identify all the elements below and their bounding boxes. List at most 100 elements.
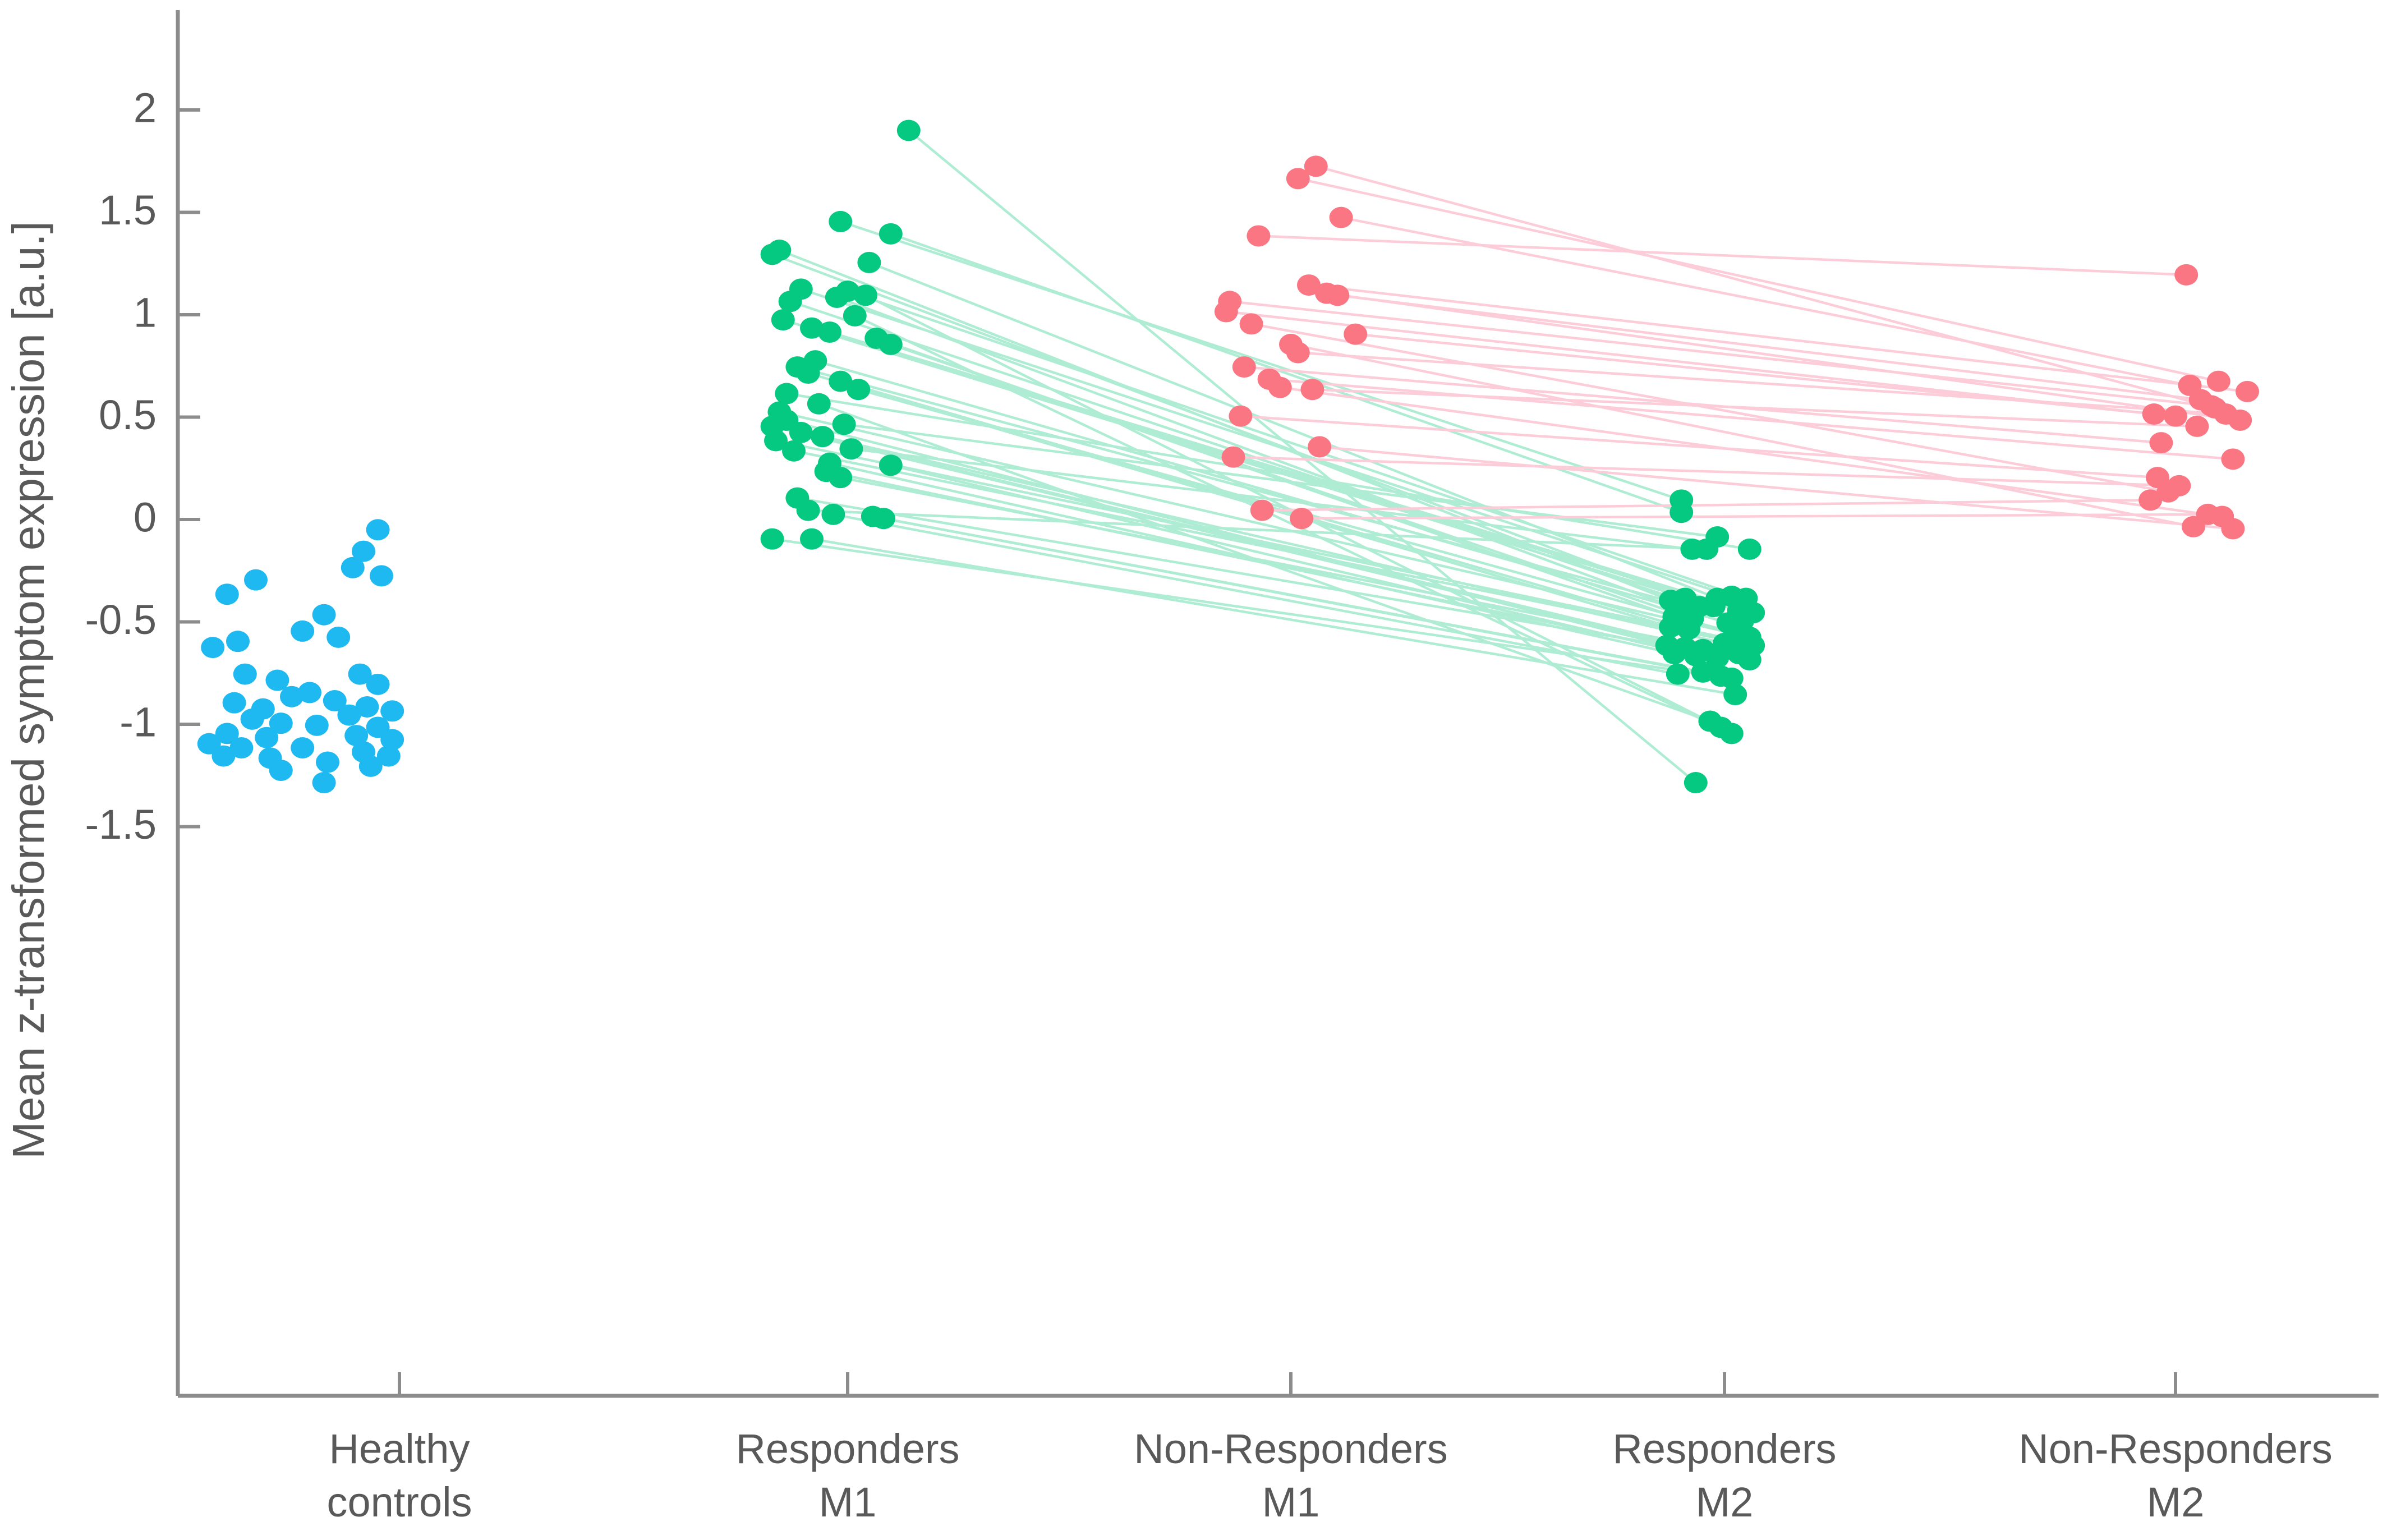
data-point xyxy=(818,321,841,343)
data-point xyxy=(312,772,336,794)
data-point xyxy=(370,565,393,587)
data-point xyxy=(2142,403,2166,425)
connector-line xyxy=(779,411,1750,639)
data-point xyxy=(1304,155,1328,177)
data-point xyxy=(778,291,802,312)
data-point xyxy=(233,663,257,685)
data-point xyxy=(1701,596,1726,618)
connector-line xyxy=(1240,415,2158,479)
connector-line xyxy=(1341,216,2191,387)
x-tick-label-line1: Healthy xyxy=(329,1426,470,1472)
data-point xyxy=(244,569,268,591)
data-point xyxy=(847,379,871,401)
x-tick-label-line1: Responders xyxy=(735,1426,959,1472)
connector-line xyxy=(1280,386,2223,518)
data-point xyxy=(358,755,383,777)
data-point xyxy=(1308,436,1332,458)
x-tick-label-line2: M2 xyxy=(2147,1479,2205,1525)
data-point xyxy=(380,700,404,722)
data-point xyxy=(775,383,799,404)
data-point xyxy=(829,467,853,489)
data-point xyxy=(1737,538,1761,560)
data-point xyxy=(1344,323,1368,345)
data-point xyxy=(366,519,390,541)
data-point xyxy=(1279,333,1303,355)
connector-line xyxy=(786,392,1750,551)
data-point xyxy=(879,333,903,355)
data-point xyxy=(1662,643,1686,665)
data-point xyxy=(2228,409,2252,431)
data-point xyxy=(782,440,806,462)
data-point xyxy=(291,620,315,642)
data-point xyxy=(821,503,845,525)
y-tick-label: -1 xyxy=(119,699,157,746)
axis-layer xyxy=(176,10,2379,1398)
data-point xyxy=(1669,502,1694,523)
data-point xyxy=(789,421,813,443)
connector-line xyxy=(797,365,1743,622)
data-point xyxy=(1290,508,1314,530)
data-point xyxy=(240,708,264,730)
data-point xyxy=(1719,723,1744,744)
connector-line xyxy=(1308,283,2248,393)
data-point xyxy=(796,362,820,384)
y-tick-label: 1.5 xyxy=(99,187,157,233)
data-point xyxy=(1300,379,1324,401)
x-tick-label-line2: M2 xyxy=(1696,1479,1754,1525)
data-point xyxy=(280,686,303,707)
data-point xyxy=(215,723,239,744)
connector-line xyxy=(801,431,1704,651)
data-point xyxy=(829,370,853,392)
connector-line xyxy=(1316,165,2215,410)
data-point xyxy=(1239,313,1263,335)
data-point xyxy=(1247,225,1271,247)
data-point xyxy=(341,557,365,578)
data-point xyxy=(211,745,236,767)
connector-line xyxy=(1326,292,2241,422)
data-point xyxy=(1221,446,1245,468)
connector-line xyxy=(775,439,1743,643)
data-point xyxy=(1737,649,1761,671)
y-tick-label: 2 xyxy=(134,85,157,131)
connector-line xyxy=(1262,499,2151,512)
data-point xyxy=(1719,667,1744,689)
data-point xyxy=(2174,264,2199,286)
connector-line xyxy=(811,537,1736,696)
data-point xyxy=(265,669,289,691)
data-point xyxy=(829,210,853,232)
y-tick-label: 1 xyxy=(134,289,157,336)
data-point xyxy=(1666,663,1690,685)
data-point xyxy=(229,737,254,758)
data-point xyxy=(1691,661,1715,683)
data-point xyxy=(2221,518,2245,540)
data-point xyxy=(1695,538,1718,560)
data-point xyxy=(1329,206,1353,228)
data-point xyxy=(1315,282,1339,304)
data-point xyxy=(348,663,372,685)
connector-lines-layer xyxy=(771,129,2248,784)
data-point xyxy=(344,725,369,747)
connector-line xyxy=(808,509,1707,551)
data-point xyxy=(879,454,903,476)
data-point xyxy=(796,499,820,521)
data-point xyxy=(366,673,390,695)
connector-line xyxy=(1312,388,2197,428)
data-point xyxy=(226,631,250,652)
connector-line xyxy=(883,517,1722,678)
data-point xyxy=(1684,645,1708,666)
connector-line xyxy=(1319,445,2233,530)
data-points-layer xyxy=(197,119,2259,794)
data-point xyxy=(1214,301,1238,323)
data-point xyxy=(2203,397,2227,419)
connector-line xyxy=(811,327,1740,612)
data-point xyxy=(1723,684,1747,706)
data-point xyxy=(305,714,329,736)
data-point xyxy=(215,583,239,605)
connector-line xyxy=(818,402,1711,723)
connector-line xyxy=(793,449,1754,647)
x-tick-label-line1: Responders xyxy=(1612,1426,1836,1472)
connector-line xyxy=(833,513,1678,675)
data-point xyxy=(896,119,921,141)
data-point xyxy=(222,692,246,714)
